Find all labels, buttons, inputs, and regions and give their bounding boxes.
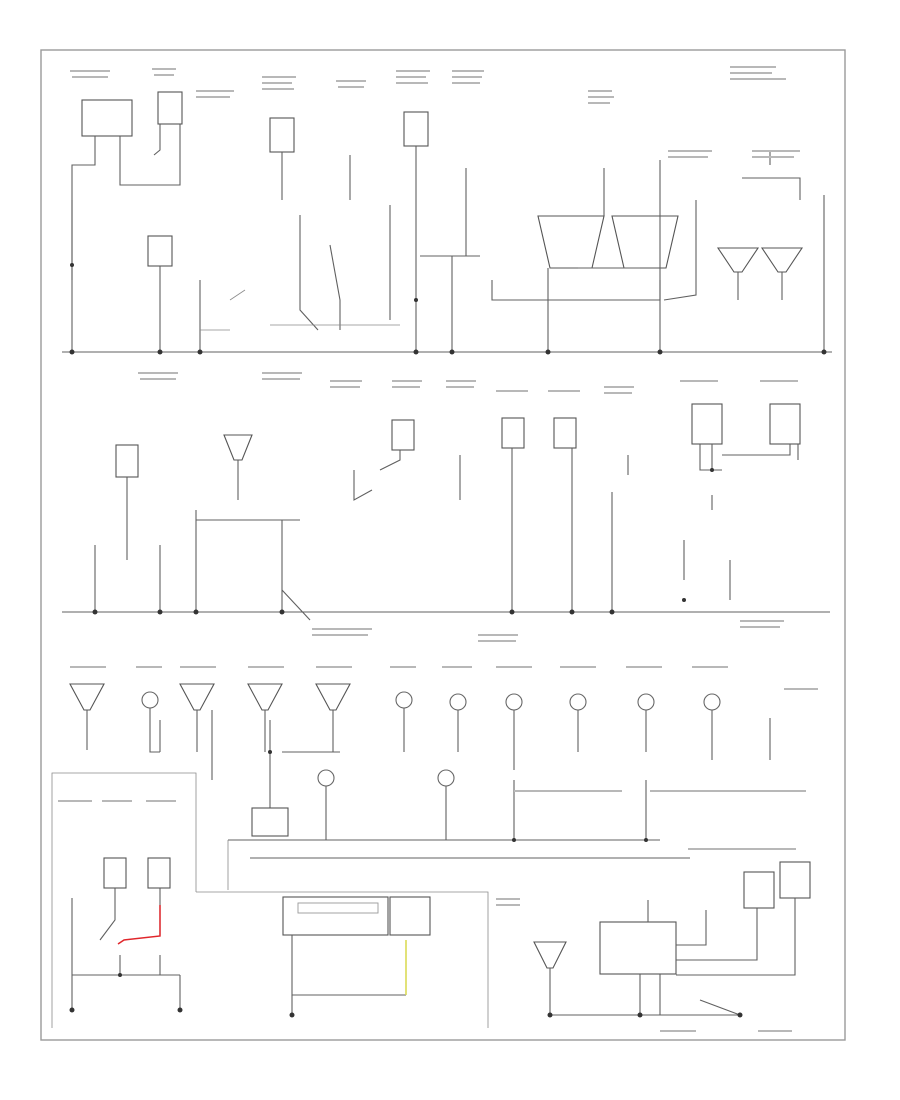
lamp-socket xyxy=(247,683,283,711)
row-4-splices xyxy=(69,973,743,1018)
row-4-components xyxy=(103,807,811,975)
row-2-components xyxy=(115,403,801,478)
component-box xyxy=(115,444,139,478)
label-placeholders xyxy=(58,66,818,1032)
component-box xyxy=(269,117,295,153)
component-box xyxy=(251,807,289,837)
component-box xyxy=(553,417,577,449)
component-box xyxy=(403,111,429,147)
lamp-bulb xyxy=(449,693,467,711)
row-2-splices xyxy=(92,468,714,615)
component-box xyxy=(103,857,127,889)
component-box xyxy=(501,417,525,449)
lamp-socket xyxy=(315,683,351,711)
lamp-bulb xyxy=(317,769,335,787)
row-3-lamps xyxy=(69,683,721,787)
lamp-bulb xyxy=(141,691,159,709)
component-box xyxy=(81,99,133,137)
component-box xyxy=(147,857,171,889)
lamp-bulb xyxy=(637,693,655,711)
row-2-wires xyxy=(62,444,830,621)
row-1-wires xyxy=(62,124,832,353)
component-box xyxy=(389,896,431,936)
lamp-bulb xyxy=(703,693,721,711)
lamp-bulb xyxy=(505,693,523,711)
lamp-bulb xyxy=(437,769,455,787)
component-box xyxy=(599,921,677,975)
row-3-splices xyxy=(268,750,648,842)
connector-funnel xyxy=(223,434,253,461)
component-box xyxy=(769,403,801,445)
row-4-wires xyxy=(71,888,796,1016)
connector-funnel xyxy=(533,941,567,969)
component-box xyxy=(391,419,415,451)
connector-funnel xyxy=(716,247,760,273)
lamp-socket xyxy=(69,683,105,711)
row-1-splices xyxy=(69,263,827,355)
highlight-wire-red xyxy=(117,905,161,945)
component-box xyxy=(157,91,183,125)
component-box xyxy=(743,871,775,909)
lamp-socket xyxy=(179,683,215,711)
component-box xyxy=(779,861,811,899)
connector-block xyxy=(537,215,605,269)
connector-funnel xyxy=(760,247,804,273)
lamp-bulb xyxy=(569,693,587,711)
component-box xyxy=(691,403,723,445)
row-3-wires xyxy=(51,708,771,1028)
component-box xyxy=(147,235,173,267)
row-1-components xyxy=(81,91,804,273)
diagram-border xyxy=(40,49,846,1041)
lamp-bulb xyxy=(395,691,413,709)
connector-block xyxy=(611,215,679,269)
